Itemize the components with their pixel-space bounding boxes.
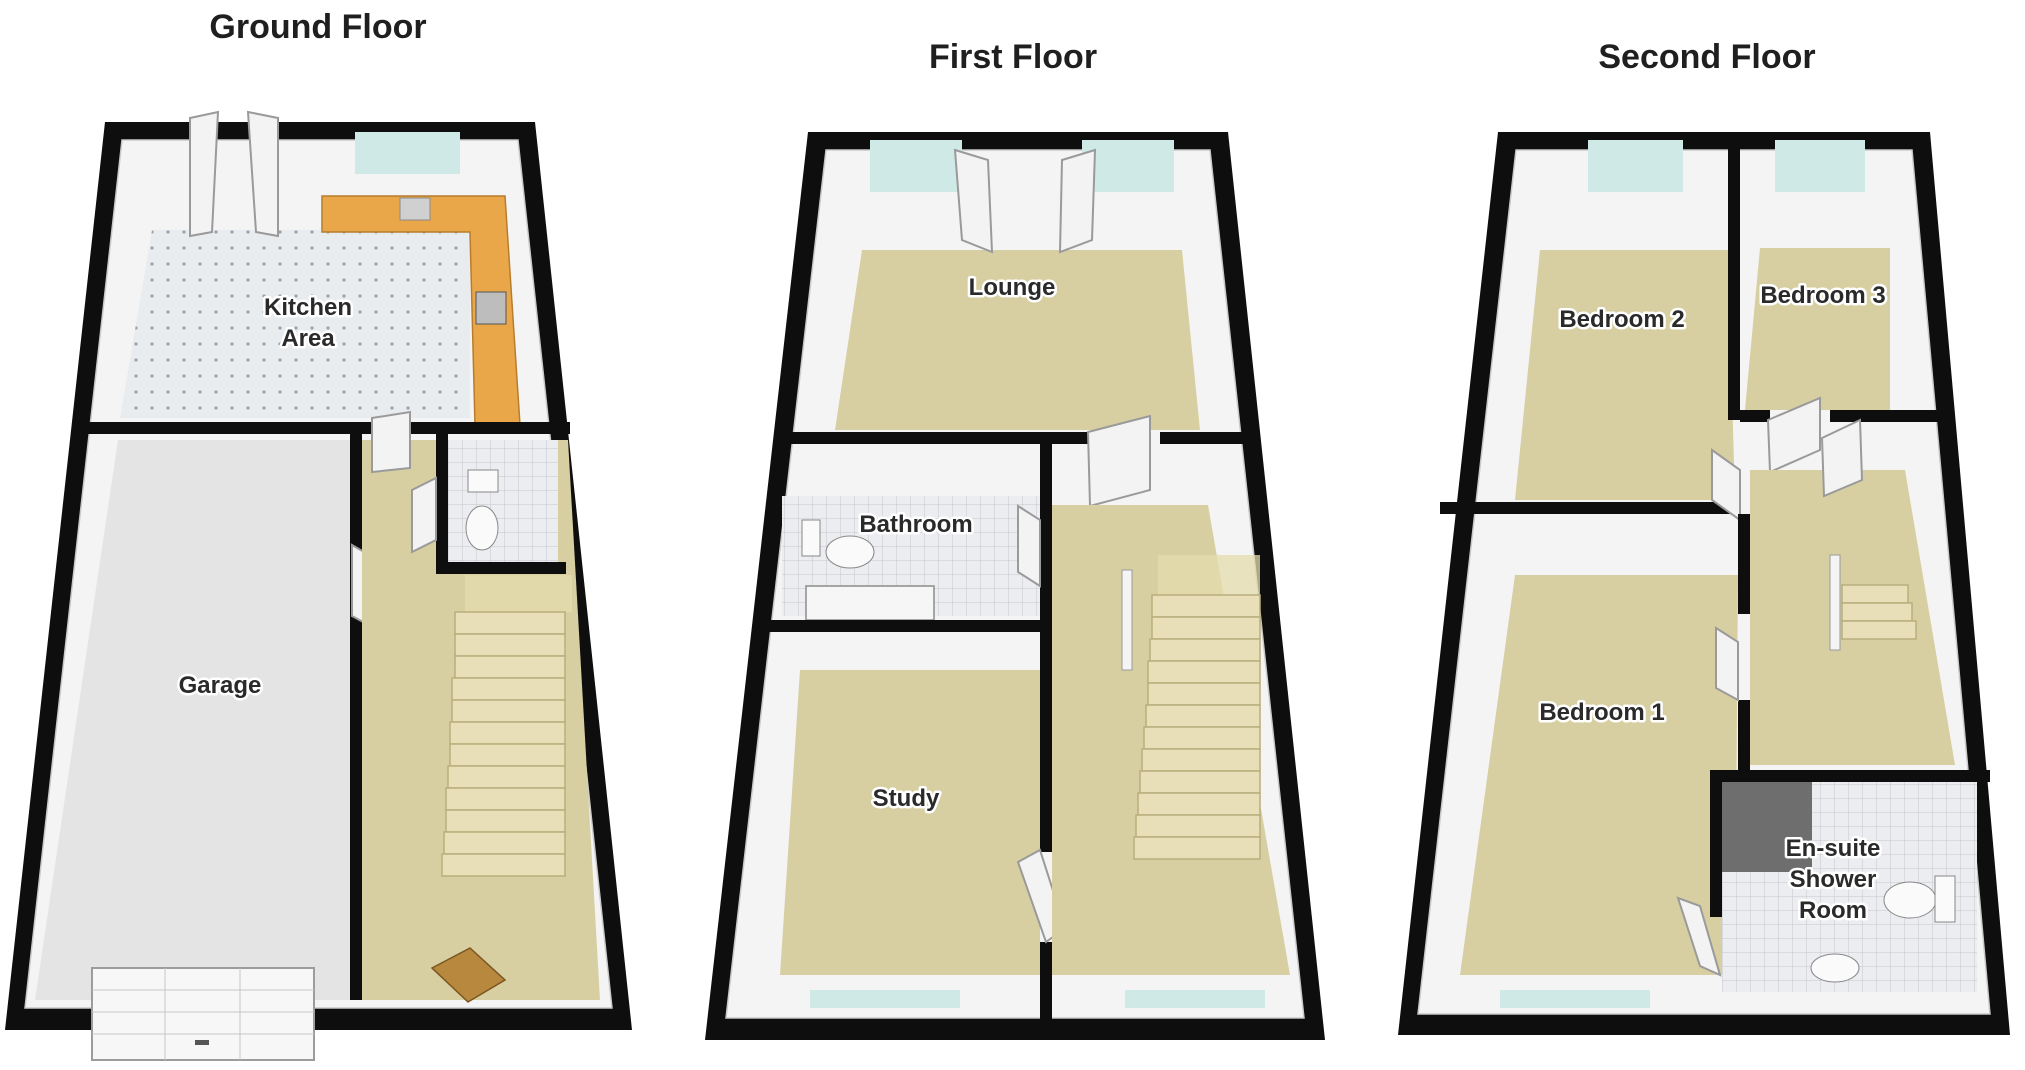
bedroom-3-door [1766, 396, 1821, 474]
landing-window [1125, 990, 1265, 1008]
hall-door-upper [371, 410, 411, 474]
room-label-kitchen-line2: Area [281, 325, 335, 352]
bedroom-1-window [1500, 990, 1650, 1008]
hob-icon [475, 291, 507, 325]
bath-icon [805, 585, 935, 621]
study-window [810, 990, 960, 1008]
bedroom-2-floor [1515, 250, 1735, 500]
bathroom-door [1017, 504, 1041, 588]
patio-door-right [246, 110, 279, 238]
room-label-study: Study [873, 785, 940, 812]
room-label-en-suite-line2: Shower [1790, 866, 1877, 893]
en-suite-toilet-icon [1883, 881, 1937, 919]
room-label-bathroom: Bathroom [859, 511, 972, 538]
second-floor-title: Second Floor [1598, 38, 1815, 76]
lounge-window-left [870, 140, 962, 192]
room-label-bedroom-2: Bedroom 2 [1559, 306, 1684, 333]
shower-tray-icon [1722, 782, 1812, 872]
basin-icon [1810, 953, 1860, 983]
front-door-mat [430, 947, 507, 1003]
ground-staircase [441, 575, 572, 877]
room-label-garage: Garage [179, 672, 262, 699]
wc-floor [448, 440, 558, 562]
wc-door [411, 476, 437, 554]
ground-floor-title: Ground Floor [209, 8, 426, 46]
airing-cupboard-door [1820, 418, 1864, 498]
bedroom-1-door [1715, 626, 1739, 702]
kitchen-window [355, 132, 460, 174]
first-floor-title: First Floor [929, 38, 1097, 76]
balcony-door-right [1058, 148, 1097, 254]
room-label-lounge: Lounge [969, 274, 1056, 301]
sink-icon [399, 197, 431, 221]
bathroom-toilet-icon [825, 535, 875, 569]
garage-door [91, 967, 315, 1061]
room-label-en-suite-line1: En-suite [1786, 835, 1881, 862]
ground-floor-plan [5, 110, 632, 1061]
bedroom-1-floor [1460, 575, 1738, 975]
lounge-floor [835, 250, 1200, 430]
room-label-bedroom-1: Bedroom 1 [1539, 699, 1664, 726]
kitchen-floor [120, 230, 470, 418]
bedroom-3-window [1775, 140, 1865, 192]
patio-door-left [189, 110, 220, 238]
bedroom-3-floor [1745, 248, 1890, 410]
balcony-door-left [953, 148, 994, 254]
study-floor [780, 670, 1040, 975]
lounge-window-right [1082, 140, 1174, 192]
first-staircase [1133, 555, 1261, 860]
stair-banister [1121, 569, 1133, 671]
bedroom-2-window [1588, 140, 1683, 192]
room-label-kitchen-line1: Kitchen [264, 294, 352, 321]
en-suite-door [1676, 896, 1722, 977]
room-label-en-suite-line3: Room [1799, 897, 1867, 924]
second-floor-plan [1398, 132, 2010, 1035]
garage-floor [35, 440, 350, 1000]
lounge-door [1086, 414, 1151, 508]
first-floor-plan [705, 132, 1325, 1040]
second-landing-stairs [1841, 584, 1917, 640]
toilet-icon [465, 505, 499, 551]
room-label-bedroom-3: Bedroom 3 [1760, 282, 1885, 309]
